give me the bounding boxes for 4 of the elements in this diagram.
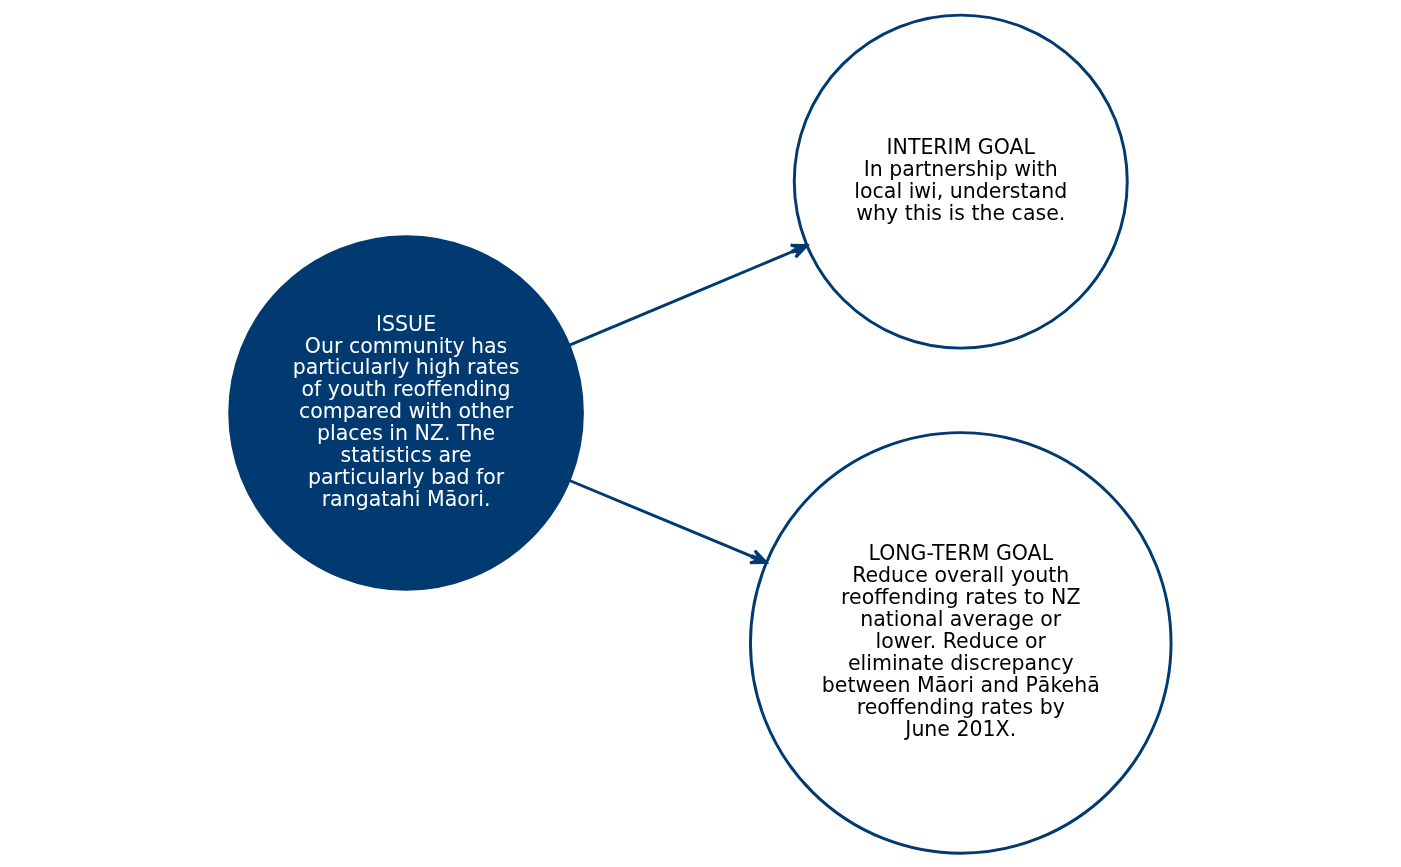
node-circle: INTERIM GOAL In partnership with local iwi, understand why this is the case. (792, 13, 1129, 350)
arrow (568, 243, 809, 347)
node-circle: ISSUE Our community has particularly high rates of youth reoffending compared with other places in NZ. The statistics are particularly bad for rangatahi Māori. (228, 234, 584, 591)
arrow (568, 478, 768, 564)
